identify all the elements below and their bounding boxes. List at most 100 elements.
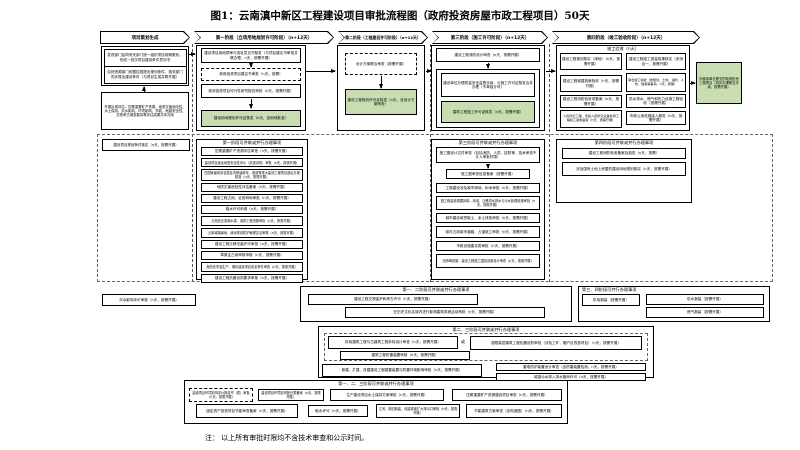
arrow-stage4-to-handover xyxy=(690,81,696,85)
acceptance-item: 建设工程规划核实（绿地）（n天，按需开展） xyxy=(560,53,622,70)
stage4-container-title: 竣工验收（n天） xyxy=(607,46,639,51)
parallel-item: 施工图设计文件审查（包括消防、人防、技防等，技术审查不计入审批时限） xyxy=(436,147,540,163)
arrow-down xyxy=(486,63,490,69)
parallel-item: 占用城镇绿地、绿化规划防护管理意见审核（n天，按需开展） xyxy=(201,228,303,238)
parallel-item: 在历史文化名城内进行影响建筑风貌活动审批（n天，按需开展） xyxy=(345,307,545,318)
dashed-divider xyxy=(430,44,431,282)
parallel-item: 节能建筑方案审查（含构造图）（n天，按需开展） xyxy=(466,404,562,418)
parallel-item: 建设工程文物保护和考古许可（n天，按需开展） xyxy=(308,294,478,305)
banner-stage3: 第三阶段（施工许可阶段）（n+12天） xyxy=(432,31,548,44)
parallel-item: 建筑工程防雷装置审核（n天，按需开展） xyxy=(340,351,470,360)
stage3-quality-supervision-box: 建设单位办理质量安全监督手续，与施工许可证核发合并办理（不单独计时） xyxy=(441,73,535,97)
parallel-item: 建设工程占用、征用林地审批（n天，按需开展） xyxy=(201,194,303,203)
banner-label: 项目策划生成 xyxy=(101,32,189,43)
parallel-item: 建设工程抗震设防要求审核（n天，按需开展） xyxy=(201,274,303,283)
planning-double-box: 发改部门会同有关部门统一组织项目前期策划，形成一批次项目建设条件意向书 自然资源… xyxy=(101,46,189,86)
handover-green-box: 向使用单位移交的政府投资工程项目（同步办理移交手续，按需开展） xyxy=(696,62,742,104)
page-title: 图1：云南滇中新区工程建设项目审批流程图（政府投资房屋市政工程项目）50天 xyxy=(210,10,590,22)
arrow-planning-to-stage1 xyxy=(189,52,196,56)
parallel-item: 固定资产投资项目节能审查备案（n天，按需开展） xyxy=(196,404,298,418)
stage1-parallel-title: 第一阶段可并联或并行办理事项 xyxy=(222,140,282,145)
stage1-land-permit-green-box: 建设用地规划许可证核发（n天，含用地批准） xyxy=(201,110,301,127)
parallel-item: 压覆重要矿产资源建设项目审查（n天，按需开展） xyxy=(452,389,562,401)
planning-bottom-cell: 自然资源部门依据控规提出规划条件，相关部门同步提出建设条件（与项目生成并联开展） xyxy=(104,66,186,83)
stage1-land-preexam-box: 建设项目用地预审与选址意见书核发（与项目建议书审批并联办理，n天，按需开展） xyxy=(201,48,301,63)
flood-review-box: 洪水影响评价审核（n天，按需开展） xyxy=(102,294,196,306)
parallel-item: 草原征占用审核申报（n天，按需开展） xyxy=(201,251,303,260)
parallel-item: 建设工程迁移坟墓许可审批（n天，按需开展） xyxy=(201,240,303,249)
acceptance-item: 供水排水、燃气和热力设施工程验收（按需开展） xyxy=(626,94,686,108)
parallel-item: 超限高层建筑工程抗震设防审批（涉及工矿、棚户区改造项目）（n天，按需开展） xyxy=(470,336,642,350)
parallel-item: 建设项目选址地震安全性评价（抗震设防）审批（n天，按需开展） xyxy=(201,158,303,167)
parallel-item: 占用农业灌溉水源、灌排工程设施审批（n天，按需开展） xyxy=(201,216,303,226)
parallel-item: 拆除建筑工程与古建筑工程拆除设计审查（n天，按需开展） xyxy=(328,336,458,349)
parallel-item: 工程建设涉及城市绿地、树木审批（n天，按需开展） xyxy=(436,183,540,193)
acceptance-item: 市政公用设施接入服务（n天，按需开展） xyxy=(626,111,686,125)
group-stage12-title: 第一、二阶段可并联或并行办理事项 xyxy=(402,287,470,292)
parallel-item: 建设项目环境影响评价报告书（表）审批（n天，按需开展） xyxy=(189,388,253,402)
stage4-parallel-title: 第四阶段可并联或并行办理事项 xyxy=(594,140,654,145)
parallel-item: 临时占用城市道路、占道施工审批（n天，按需开展） xyxy=(436,226,540,238)
dashed-divider xyxy=(549,44,550,282)
parallel-item: 建设项目环境影响登记表备案（n天，按需开展） xyxy=(258,389,324,401)
arrow-down xyxy=(249,63,253,68)
parallel-items-region xyxy=(97,134,773,282)
parallel-item: 建设工程消防验收备案及抽查（n天，按需） xyxy=(562,148,686,159)
group-stage34-title: 第三、四阶段可并行办理事项 xyxy=(582,287,637,292)
acceptance-item: 建设工程城建档案验收（n天，按需开展） xyxy=(560,75,622,92)
banner-stage1: 第一阶段（立项用地规划许可阶段）（n+12天） xyxy=(194,31,334,44)
stage1-feasibility-box: 政府投资项目可行性研究报告审批（n天，按需开展） xyxy=(201,84,301,98)
utility-item: 燃气报装（按需开展） xyxy=(646,307,764,318)
parallel-item: 新建、扩建、改建建设工程避雷装置与防雷环境影响审批（n天，按需开展） xyxy=(322,364,482,377)
arrow-down xyxy=(249,99,253,109)
arrow-stage1-to-stage2 xyxy=(306,69,336,73)
planning-evaluation-box: 开展区域评估：压覆重要矿产资源、地质灾害危险性、水土保持、洪水影响、环境影响、节… xyxy=(101,92,189,130)
parallel-item: 取水许可（n天，按需开展） xyxy=(308,405,368,417)
stage3-parallel-title: 第三阶段可并联或并行办理事项 xyxy=(458,140,518,145)
group-stage23-title: 第二、三阶段可并联或并行办理事项 xyxy=(452,327,520,332)
banner-stage2: 第二阶段（工程建设许可阶段）（n+12天） xyxy=(338,31,428,44)
banner-planning: 项目策划生成 xyxy=(100,31,190,44)
parallel-item: 危险化学品生产、储存建设项目安全条件审查（n天，按需开展） xyxy=(201,262,303,272)
banner-stage4: 第四阶段（竣工验收阶段）（n+12天） xyxy=(552,31,700,44)
utility-item: 供水报装（按需开展） xyxy=(646,294,764,305)
stage1-proposal-box: 政府投资项目建议书审批（n天，按需） xyxy=(201,68,301,81)
arrow-up xyxy=(142,86,146,92)
or-label: 或 xyxy=(461,339,465,344)
parallel-item: 涉及国有土地上房屋的建设用地规划核实（n天，按需开展） xyxy=(562,162,686,176)
stage2-planning-permit-green-box: 建设工程规划许可证核发（n天，含设计方案审查） xyxy=(345,89,417,115)
parallel-item: 雷电防护装置设计审查（含防雷装置检测，n天，按需开展） xyxy=(496,363,646,371)
parallel-item: 因工程建设需要拆除、改动、迁移供水排水与污水处理设施审批（n天，按需开展） xyxy=(436,196,540,210)
stage2-design-review-box: 设计方案联合审查（按需开展） xyxy=(345,53,417,75)
parallel-item: 施工图审查信息备案（按需开展） xyxy=(446,169,530,179)
parallel-item: 无障碍设施、建设工程施工围挡设置设计审查（n天，按需开展） xyxy=(436,254,540,268)
parallel-item: 在国家级风景名胜区内修建缆车、索道等重大建设工程项目选址方案核准（n天，按需开展… xyxy=(201,169,303,181)
dashed-divider xyxy=(192,44,193,282)
arrow-stage3-to-stage4 xyxy=(546,69,556,73)
parallel-item: 江河、湖泊新建、改建或者扩大排污口审批（n天，按需开展） xyxy=(376,404,460,418)
parallel-item: 生产建设项目水土保持方案审批（n天，按需开展） xyxy=(330,389,444,401)
parallel-item: 市政设施建设类审批（n天，按需开展） xyxy=(436,241,540,251)
group-stage123-title: 第一、二、三阶段可并联或并行办理事项 xyxy=(338,381,414,386)
acceptance-item: 建设工程消防验收或备案（n天，按需开展） xyxy=(560,95,622,108)
banner-label: 第三阶段（施工许可阶段）（n+12天） xyxy=(433,32,547,43)
arrow-down xyxy=(486,164,490,169)
parallel-item: 城市建设填挖取土、余土排放审批（n天，按需开展） xyxy=(436,213,540,223)
acceptance-item: 人民防空工程、涉铁人民防空设备检测工程竣工验收备案（n天，按需开展） xyxy=(560,110,622,128)
acceptance-item: 联合竣工验收（含规划、土地、消防、人防、档案等事项，n天，按需） xyxy=(626,73,686,92)
arrow-down xyxy=(379,76,383,89)
acceptance-item: 建设工程竣工测量成果核实（多测合一，按需开展） xyxy=(626,53,686,70)
utility-item: 供电报装（按需开展） xyxy=(582,294,640,306)
group-stage23-dashed-region xyxy=(324,333,648,361)
footnote: 注： 以上所有审批时限均不含技术审查和公示时间。 xyxy=(205,434,369,442)
planning-top-cell: 发改部门会同有关部门统一组织项目前期策划，形成一批次项目建设条件意向书 xyxy=(104,49,186,67)
parallel-item: 取水许可申请（n天，按需开展） xyxy=(201,205,303,214)
stage3-fire-design-box: 建设工程消防设计审查（n天，按需开展） xyxy=(436,48,540,62)
parallel-item: 城镇污水排入排水管网许可（n天，按需开展） xyxy=(496,373,646,381)
stage3-construction-permit-green-box: 建筑工程施工许可证核发（n天，按需开展） xyxy=(441,101,535,123)
banner-label: 第二阶段（工程建设许可阶段）（n+12天） xyxy=(339,32,427,43)
planning-parallel-box: 建设项目规划条件核定（n天，按需开展） xyxy=(102,139,190,151)
banner-label: 第四阶段（竣工验收阶段）（n+12天） xyxy=(553,32,699,43)
parallel-item: 压覆重要矿产资源评估审批（n天，按需开展） xyxy=(201,147,303,156)
